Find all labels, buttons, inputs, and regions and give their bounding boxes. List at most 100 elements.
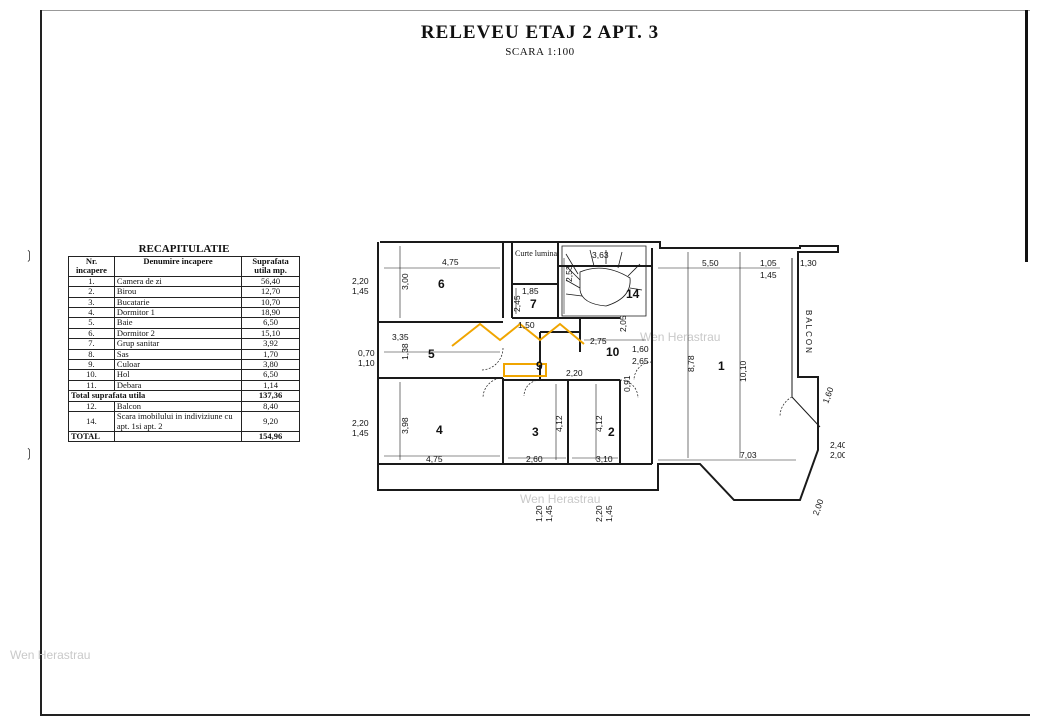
stair-step	[565, 265, 581, 281]
logo-shape	[451, 322, 585, 347]
recap-title: RECAPITULATIE	[138, 243, 230, 255]
room-number-9: 9	[536, 359, 543, 373]
recap-cell-area: 6,50	[241, 369, 300, 381]
floor-plan: 6 5 4 7 9 3 2 10 14 1 BALCON Curte lumin…	[352, 241, 845, 522]
dim-1-38: 1,38	[400, 343, 410, 360]
staircase	[561, 245, 647, 317]
recap-cell-area: 1,70	[241, 348, 300, 361]
stair-step	[565, 253, 579, 275]
room-numbers: 6 5 4 7 9 3 2 10 14 1	[428, 277, 725, 439]
dim-1-45-bottom1: 1,45	[544, 505, 554, 522]
recap-cell-nr: 7.	[68, 338, 115, 350]
watermark: Wen Herastrau	[640, 330, 721, 344]
dim-3-10: 3,10	[596, 454, 613, 464]
room-number-3: 3	[532, 425, 539, 439]
dim-4-12-a: 4,12	[554, 415, 564, 432]
recap-cell-name: Birou	[113, 286, 243, 298]
stair-step	[627, 263, 641, 277]
recap-cell-name: Hol	[113, 369, 243, 381]
dim-3-35: 3,35	[392, 332, 409, 342]
balcony-rail	[791, 258, 821, 428]
recap-total-area: 154,96	[241, 430, 300, 443]
sheet-border-bottom	[40, 714, 1030, 716]
recap-cell-name: Dormitor 1	[113, 307, 243, 319]
agency-logo	[451, 322, 585, 377]
recap-cell-nr: 4.	[68, 307, 115, 319]
dim-5-50: 5,50	[702, 258, 719, 268]
dim-4-75-top: 4,75	[442, 257, 459, 267]
room-number-7: 7	[530, 297, 537, 311]
door-arc	[523, 379, 541, 397]
recap-total-useful-area: 137,36	[241, 390, 300, 402]
dim-2-65: 2,65	[632, 356, 649, 366]
dim-1-45-right: 1,45	[760, 270, 777, 280]
balcony-rail-line	[791, 396, 821, 428]
dim-8-78: 8,78	[686, 355, 696, 372]
dim-1-45-left1: 1,45	[352, 286, 369, 296]
recap-cell-area: 18,90	[241, 307, 300, 319]
recap-cell-nr: 1.	[68, 275, 115, 288]
room-number-14: 14	[626, 287, 640, 301]
dimension-labels: 4,75 4,75 3,35 2,60 3,10 5,50 1,05 1,45 …	[352, 250, 845, 464]
recap-cell-nr: 6.	[68, 327, 115, 340]
dim-1-10: 1,10	[358, 358, 375, 368]
recap-cell-name: Balcon	[113, 400, 243, 413]
recap-header-nr: Nr. incapere	[68, 256, 115, 277]
door-swings	[480, 347, 793, 418]
watermark: Wen Herastrau	[10, 648, 91, 662]
recap-cell-name: Dormitor 2	[113, 327, 243, 340]
door-arc	[482, 377, 504, 399]
recap-cell-name: Baie	[113, 317, 243, 329]
recap-cell-nr: 2.	[68, 286, 115, 298]
room-number-10: 10	[606, 345, 620, 359]
dim-1-85: 1,85	[522, 286, 539, 296]
recap-total-row: TOTAL 154,96	[68, 430, 300, 443]
dim-2-20-left2: 2,20	[352, 418, 369, 428]
room-number-4: 4	[436, 423, 443, 437]
stair-curve	[579, 267, 631, 307]
sheet-border-right	[1025, 10, 1028, 262]
recap-cell-area: 6,50	[241, 317, 300, 329]
dim-2-60: 2,60	[526, 454, 543, 464]
logo-frame	[503, 363, 547, 377]
stair-step	[565, 293, 583, 297]
dim-2-40: 2,40	[830, 440, 845, 450]
dim-4-12-b: 4,12	[594, 415, 604, 432]
recap-table: Nr. incapere Denumire incapere Suprafata…	[67, 256, 300, 443]
dim-2-00-right: 2,00	[830, 450, 845, 460]
recap-cell-name: Culoar	[113, 359, 243, 371]
dim-1-20-bottom: 1,20	[534, 505, 544, 522]
dimension-lines	[384, 246, 796, 461]
watermark: Wen Herastrau	[520, 492, 601, 506]
recap-cell-area: 3,92	[241, 338, 300, 350]
door-arc	[480, 347, 504, 371]
recap-cell-nr: 12.	[68, 400, 115, 413]
dim-3-98: 3,98	[400, 417, 410, 434]
drawing-title: RELEVEU ETAJ 2 APT. 3	[420, 22, 660, 43]
recap-cell-nr: 14.	[68, 411, 115, 432]
dim-1-30: 1,30	[800, 258, 817, 268]
recap-total-label: TOTAL	[68, 430, 115, 443]
plan-walls	[377, 241, 839, 501]
recap-cell-name: Debara	[113, 379, 243, 392]
dim-3-00: 3,00	[400, 273, 410, 290]
room-number-6: 6	[438, 277, 445, 291]
recap-cell-area: 10,70	[241, 296, 300, 309]
dim-1-45-left2: 1,45	[352, 428, 369, 438]
recap-cell-nr: 8.	[68, 348, 115, 361]
recap-cell-area: 3,80	[241, 359, 300, 371]
recap-row: 14.Scara imobilului in indiviziune cu ap…	[68, 411, 300, 432]
dim-0-91: 0,91	[622, 375, 632, 392]
